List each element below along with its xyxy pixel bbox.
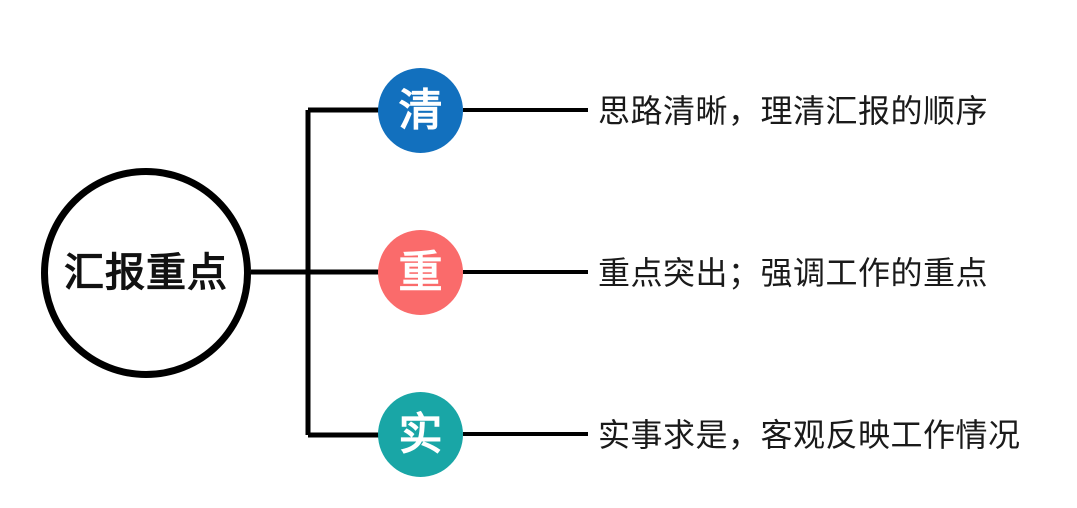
- branch-description-shi: 实事求是，客观反映工作情况: [598, 417, 1021, 453]
- root-node[interactable]: 汇报重点: [41, 168, 251, 378]
- branch-badge-label: 清: [398, 85, 443, 135]
- branch-badge-shi[interactable]: 实: [378, 392, 463, 477]
- branch-badge-label: 重: [398, 247, 443, 297]
- branch-badge-label: 实: [398, 409, 443, 459]
- branch-description-zhong: 重点突出；强调工作的重点: [598, 255, 989, 291]
- branch-badge-qing[interactable]: 清: [378, 68, 463, 153]
- branch-description-qing: 思路清晰，理清汇报的顺序: [598, 93, 989, 129]
- branch-badge-zhong[interactable]: 重: [378, 230, 463, 315]
- root-node-label: 汇报重点: [64, 251, 228, 295]
